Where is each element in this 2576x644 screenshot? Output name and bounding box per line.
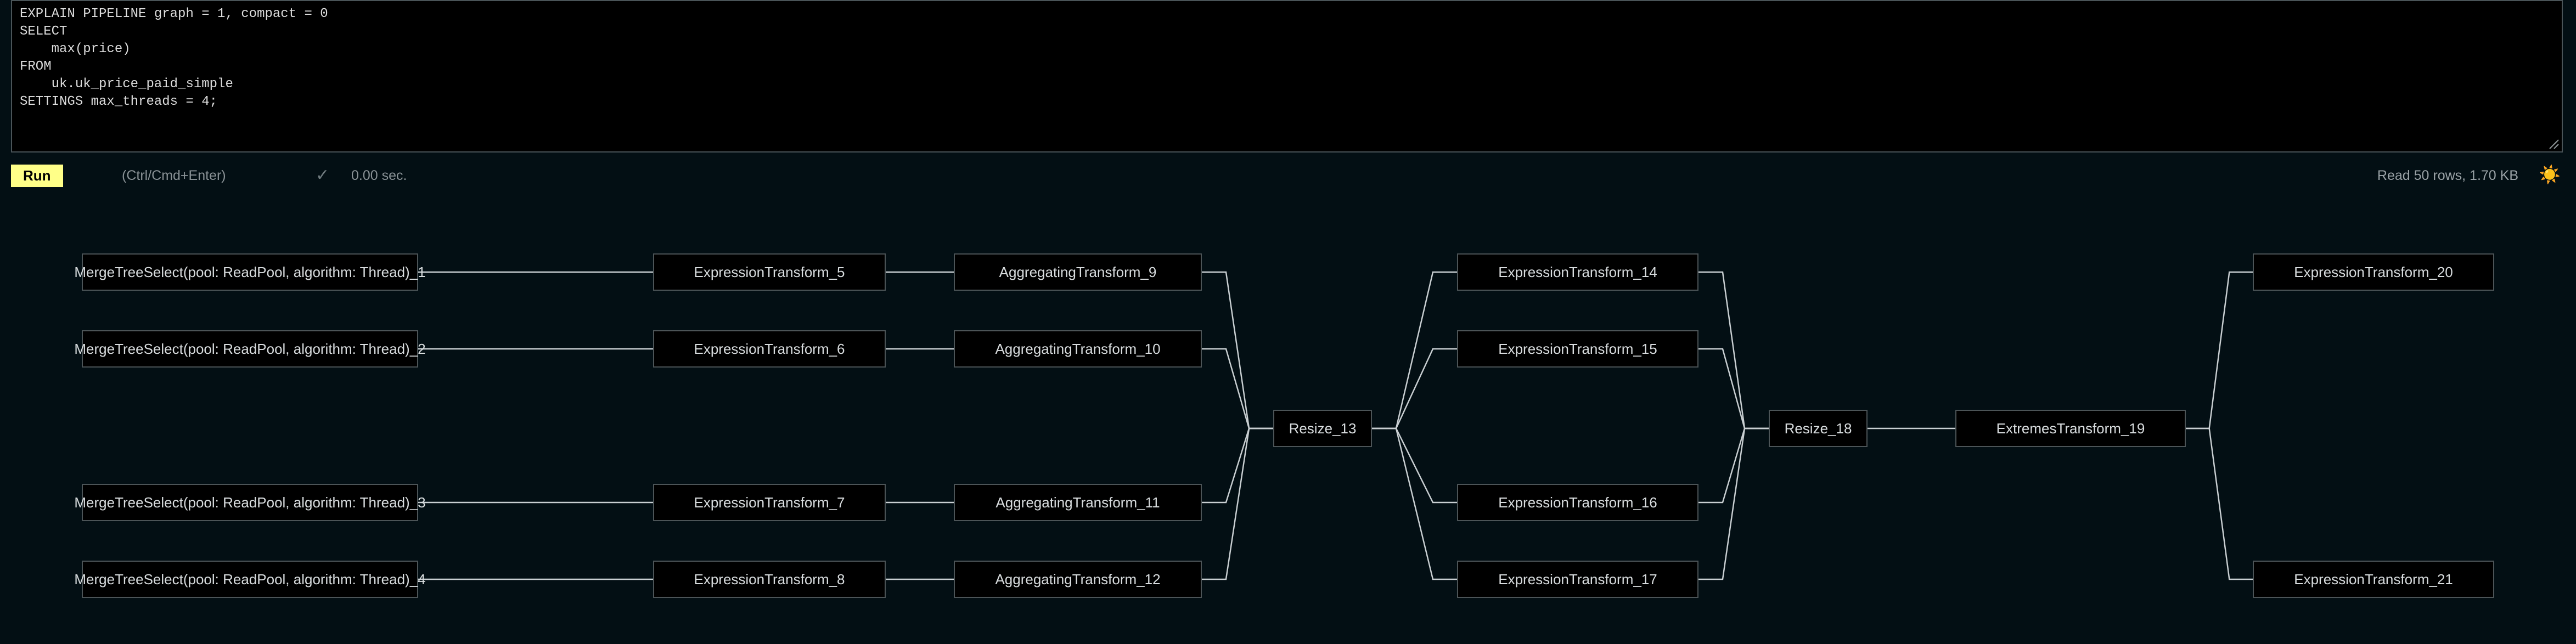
graph-node[interactable]: Resize_13	[1273, 410, 1372, 447]
graph-edge	[1202, 427, 1273, 580]
graph-node-label: ExpressionTransform_17	[1498, 571, 1657, 587]
graph-edge	[1202, 348, 1273, 430]
success-check-icon: ✓	[316, 166, 330, 184]
read-stats-label: Read 50 rows, 1.70 KB	[2377, 168, 2518, 183]
graph-edge	[1372, 348, 1457, 430]
graph-node-label: ExpressionTransform_21	[2294, 571, 2453, 587]
graph-edge	[1698, 271, 1769, 430]
graph-node[interactable]: MergeTreeSelect(pool: ReadPool, algorith…	[74, 330, 426, 368]
graph-node[interactable]: ExpressionTransform_6	[653, 330, 886, 368]
sun-icon[interactable]: ☀️	[2539, 165, 2561, 184]
graph-node[interactable]: MergeTreeSelect(pool: ReadPool, algorith…	[74, 484, 426, 521]
query-editor-container[interactable]	[11, 0, 2563, 152]
toolbar: Run (Ctrl/Cmd+Enter) ✓ 0.00 sec. Read 50…	[0, 159, 2576, 193]
graph-node[interactable]: AggregatingTransform_9	[954, 253, 1202, 291]
graph-edge	[1372, 427, 1457, 580]
graph-edge	[2186, 271, 2253, 430]
graph-node[interactable]: ExpressionTransform_21	[2253, 561, 2494, 598]
graph-node[interactable]: MergeTreeSelect(pool: ReadPool, algorith…	[74, 561, 426, 598]
graph-edge	[1372, 271, 1457, 430]
graph-node[interactable]: ExtremesTransform_19	[1955, 410, 2186, 447]
graph-node-label: ExpressionTransform_8	[694, 571, 845, 587]
graph-node-label: ExpressionTransform_20	[2294, 264, 2453, 280]
graph-node-label: AggregatingTransform_11	[995, 494, 1160, 511]
run-shortcut-hint: (Ctrl/Cmd+Enter)	[122, 168, 226, 183]
graph-node-label: MergeTreeSelect(pool: ReadPool, algorith…	[74, 571, 426, 587]
graph-node-label: ExpressionTransform_14	[1498, 264, 1657, 280]
graph-node-label: MergeTreeSelect(pool: ReadPool, algorith…	[74, 494, 426, 511]
query-input[interactable]	[12, 1, 2562, 151]
graph-edge	[2186, 427, 2253, 580]
graph-node[interactable]: Resize_18	[1769, 410, 1868, 447]
elapsed-time-label: 0.00 sec.	[351, 168, 407, 183]
graph-node-label: MergeTreeSelect(pool: ReadPool, algorith…	[74, 264, 426, 280]
graph-edge	[1698, 348, 1769, 430]
graph-node-label: ExtremesTransform_19	[1996, 420, 2145, 437]
graph-node-label: ExpressionTransform_15	[1498, 341, 1657, 357]
graph-node[interactable]: ExpressionTransform_17	[1457, 561, 1698, 598]
graph-node[interactable]: ExpressionTransform_15	[1457, 330, 1698, 368]
graph-edge	[1698, 427, 1769, 504]
run-button[interactable]: Run	[11, 165, 63, 188]
graph-node[interactable]: AggregatingTransform_12	[954, 561, 1202, 598]
graph-edge	[1372, 427, 1457, 504]
graph-edge	[1202, 271, 1273, 430]
graph-node-label: ExpressionTransform_7	[694, 494, 845, 511]
graph-node[interactable]: ExpressionTransform_20	[2253, 253, 2494, 291]
graph-node-label: AggregatingTransform_9	[999, 264, 1157, 280]
graph-node[interactable]: ExpressionTransform_5	[653, 253, 886, 291]
graph-node-label: ExpressionTransform_6	[694, 341, 845, 357]
graph-node[interactable]: ExpressionTransform_7	[653, 484, 886, 521]
graph-node[interactable]: AggregatingTransform_10	[954, 330, 1202, 368]
graph-edge	[1698, 427, 1769, 580]
graph-edge-layer	[418, 271, 2253, 580]
graph-edge	[1202, 427, 1273, 504]
pipeline-graph: MergeTreeSelect(pool: ReadPool, algorith…	[0, 219, 2576, 644]
graph-node-label: AggregatingTransform_10	[995, 341, 1161, 357]
graph-node[interactable]: MergeTreeSelect(pool: ReadPool, algorith…	[74, 253, 426, 291]
graph-node-label: MergeTreeSelect(pool: ReadPool, algorith…	[74, 341, 426, 357]
graph-node-label: ExpressionTransform_16	[1498, 494, 1657, 511]
graph-node-label: Resize_13	[1289, 420, 1357, 437]
graph-node[interactable]: AggregatingTransform_11	[954, 484, 1202, 521]
graph-node[interactable]: ExpressionTransform_14	[1457, 253, 1698, 291]
graph-node[interactable]: ExpressionTransform_16	[1457, 484, 1698, 521]
graph-node[interactable]: ExpressionTransform_8	[653, 561, 886, 598]
graph-node-label: Resize_18	[1784, 420, 1852, 437]
graph-node-label: ExpressionTransform_5	[694, 264, 845, 280]
graph-node-label: AggregatingTransform_12	[995, 571, 1161, 587]
